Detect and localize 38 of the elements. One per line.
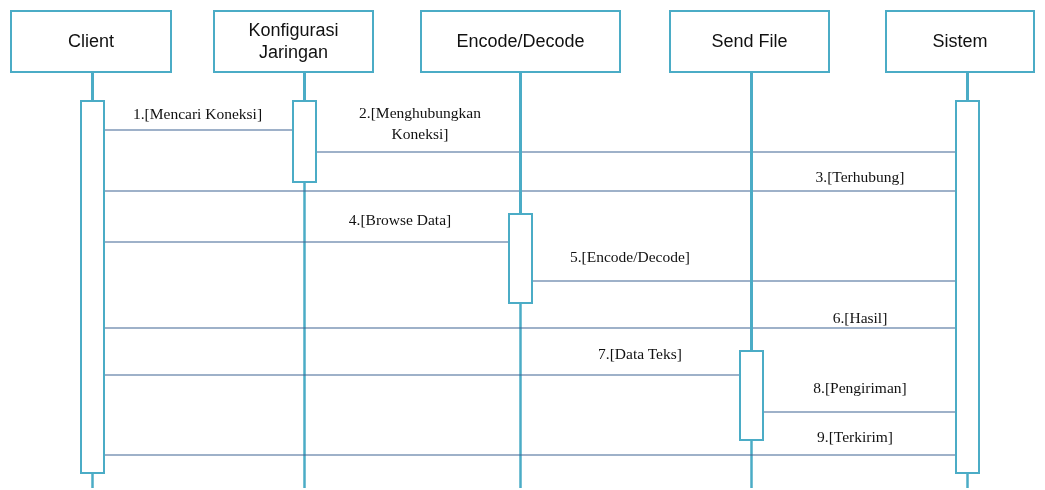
activation-bar <box>739 350 764 441</box>
lifeline-header <box>885 10 1035 73</box>
participant-name: Konfigurasi Jaringan <box>247 19 340 64</box>
participant-name: Encode/Decode <box>456 30 585 53</box>
message-line <box>104 190 956 192</box>
message-line <box>532 280 956 282</box>
lifeline <box>303 73 306 100</box>
participant-name: Sistem <box>932 30 988 53</box>
lifeline <box>966 73 969 100</box>
activation-bar <box>80 100 105 474</box>
message-label: 2.[Menghubungkan Koneksi] <box>358 103 482 144</box>
message-label: 8.[Pengiriman] <box>812 378 908 398</box>
message-label: 6.[Hasil] <box>831 308 889 328</box>
message-label: 1.[Mencari Koneksi] <box>131 104 264 124</box>
lifeline-header <box>213 10 374 73</box>
lifeline-header <box>10 10 172 73</box>
message-label: 9.[Terkirim] <box>816 427 894 447</box>
lifeline <box>750 73 753 350</box>
participant-name: Client <box>68 30 114 53</box>
message-line <box>316 151 956 153</box>
message-line <box>104 129 293 131</box>
message-line <box>104 454 956 456</box>
message-line <box>104 241 509 243</box>
participant-name: Send File <box>711 30 788 53</box>
message-label: 7.[Data Teks] <box>597 344 683 364</box>
lifeline <box>91 73 94 100</box>
activation-bar <box>292 100 317 183</box>
message-label: 5.[Encode/Decode] <box>568 247 692 267</box>
lifeline-header <box>420 10 621 73</box>
message-label: 4.[Browse Data] <box>347 210 453 230</box>
message-line <box>104 374 740 376</box>
activation-bar <box>955 100 980 474</box>
message-label: 3.[Terhubung] <box>814 167 906 187</box>
message-line <box>104 327 956 329</box>
lifeline-header <box>669 10 830 73</box>
message-line <box>763 411 956 413</box>
activation-bar <box>508 213 533 304</box>
lifeline <box>519 73 522 213</box>
